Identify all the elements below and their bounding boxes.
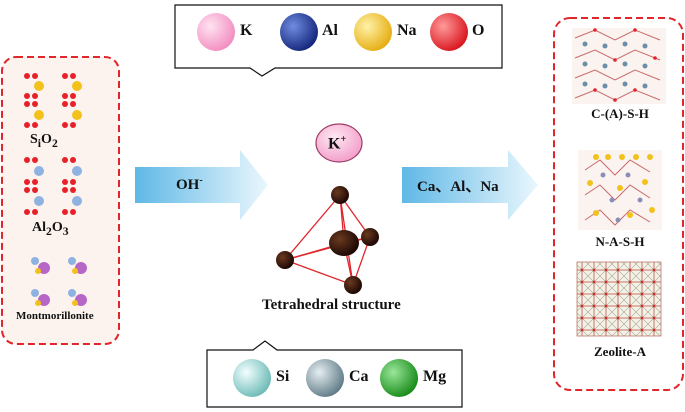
arrow-right — [402, 150, 538, 220]
legend-na-label: Na — [397, 22, 417, 39]
mg-sphere-icon — [380, 359, 418, 397]
arrow-left — [135, 150, 268, 220]
al-sphere-icon — [280, 13, 318, 51]
si-sphere-icon — [233, 359, 271, 397]
legend-ca-label: Ca — [349, 368, 369, 385]
c-a-s-h-structure — [572, 28, 666, 104]
k-ion-label: K+ — [328, 134, 347, 153]
legend-top-box — [174, 4, 503, 77]
arrow-right-label: Ca、Al、Na — [417, 179, 499, 195]
al2o3-label: Al2O3 — [32, 220, 69, 238]
product-c-a-s-h-label: C-(A)-S-H — [591, 106, 649, 121]
legend-si-label: Si — [276, 368, 290, 385]
arrow-left-label: OH- — [176, 175, 203, 193]
legend-o-label: O — [472, 22, 485, 39]
legend-top-spheres — [197, 13, 468, 51]
tetrahedral-structure-label: Tetrahedral structure — [262, 297, 401, 313]
left-reactants-panel — [1, 56, 120, 345]
na-sphere-icon — [354, 13, 392, 51]
montmorillonite-label: Montmorillonite — [16, 310, 94, 322]
sio2-label: SiO2 — [30, 132, 58, 150]
n-a-s-h-structure — [578, 150, 662, 230]
tetrahedral-atoms — [276, 186, 379, 294]
o-sphere-icon — [430, 13, 468, 51]
product-n-a-s-h-label: N-A-S-H — [595, 234, 645, 249]
legend-k-label: K — [240, 22, 253, 39]
legend-bottom-spheres — [233, 359, 418, 397]
montmorillonite-structure — [31, 257, 87, 306]
al2o3-structure — [24, 157, 82, 215]
k-ion-sphere — [315, 123, 363, 163]
legend-mg-label: Mg — [423, 368, 447, 385]
product-zeolite-a-label: Zeolite-A — [594, 344, 646, 359]
sio2-structure — [24, 73, 82, 128]
ca-sphere-icon — [306, 359, 344, 397]
legend-al-label: Al — [322, 22, 338, 39]
zeolite-a-structure — [576, 261, 662, 337]
k-sphere-icon — [197, 13, 235, 51]
